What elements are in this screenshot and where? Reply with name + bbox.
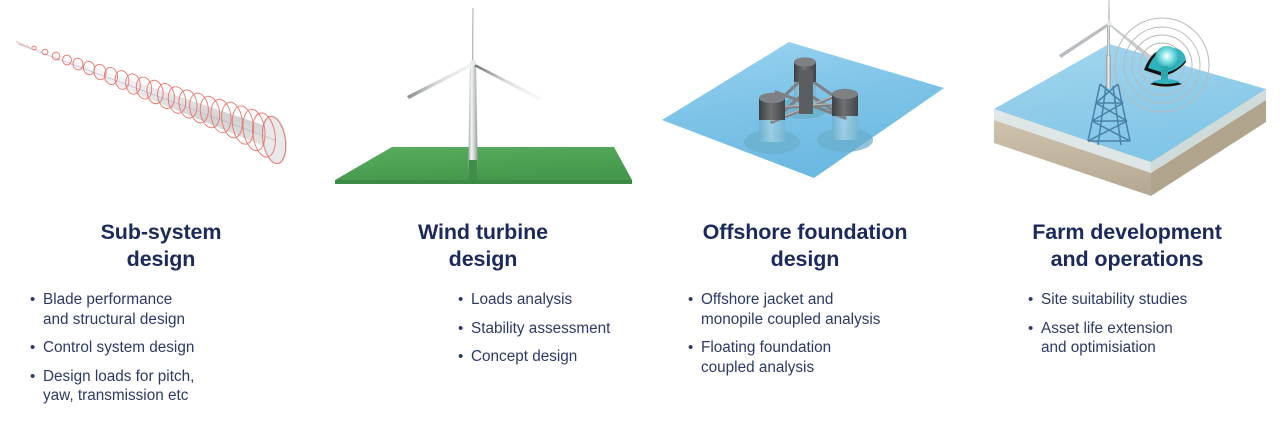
bullet-icon: • (30, 367, 36, 385)
platform-columns (759, 57, 858, 120)
seabed-block (994, 44, 1266, 196)
floating-foundation-svg (662, 42, 944, 178)
list-item: • Concept design (458, 347, 658, 367)
bullet-text: Blade performance and structural design (43, 291, 186, 328)
list-item: • Site suitability studies (1028, 290, 1278, 310)
turbine-blades (407, 8, 541, 101)
list-item: • Floating foundation coupled analysis (688, 338, 958, 377)
column-sub-system-design: Sub-system design • Blade performance an… (0, 0, 322, 426)
page-title-offshore-foundation-design: Offshore foundation design (702, 220, 908, 271)
bullet-text: Stability assessment (471, 319, 611, 337)
figure-seabed-block-with-jacket-turbine (966, 0, 1288, 205)
blade-tip-detail (15, 40, 31, 49)
bullet-icon: • (30, 339, 36, 356)
bullet-text: Site suitability studies (1041, 291, 1188, 308)
figure-onshore-wind-turbine (322, 0, 644, 205)
page-title-sub-system-design: Sub-system design (100, 220, 222, 271)
list-item: • Control system design (30, 338, 280, 358)
figure-blade-cross-section-mesh (0, 0, 322, 205)
bullet-list-sub-system-design: • Blade performance and structural desig… (30, 290, 280, 415)
wind-turbine-svg (335, 8, 632, 184)
bullet-text: Control system design (43, 339, 195, 356)
list-item: • Design loads for pitch, yaw, transmiss… (30, 367, 280, 406)
bullet-icon: • (688, 291, 694, 308)
bullet-text: Concept design (471, 348, 578, 365)
ground-plane (335, 147, 632, 184)
bullet-icon: • (30, 291, 36, 308)
bullet-text: Design loads for pitch, yaw, transmissio… (43, 367, 195, 405)
bullet-text: Loads analysis (471, 291, 573, 308)
bullet-list-wind-turbine-design: • Loads analysis • Stability assessment … (458, 290, 658, 376)
blade-section-rings (31, 45, 287, 165)
figure-floating-foundation (644, 0, 966, 205)
column-offshore-foundation-design: Offshore foundation design • Offshore ja… (644, 0, 966, 426)
jacket-substructure (1087, 83, 1131, 146)
farm-development-svg (994, 0, 1266, 196)
list-item: • Blade performance and structural desig… (30, 290, 280, 329)
bullet-icon: • (458, 319, 464, 337)
list-item: • Loads analysis (458, 290, 658, 310)
bullet-icon: • (458, 348, 464, 365)
list-item: • Stability assessment (458, 319, 658, 339)
bullet-text: Offshore jacket and monopile coupled ana… (701, 291, 881, 328)
bullet-list-offshore-foundation-design: • Offshore jacket and monopile coupled a… (688, 290, 958, 386)
column-wind-turbine-design: Wind turbine design • Loads analysis • S… (322, 0, 644, 426)
bullet-icon: • (1028, 291, 1034, 308)
bullet-text: Asset life extension and optimisiation (1041, 319, 1173, 357)
bullet-list-farm-development-and-operations: • Site suitability studies • Asset life … (1028, 290, 1278, 367)
column-farm-development-and-operations: Farm development and operations • Site s… (966, 0, 1288, 426)
turbine-tower (468, 62, 478, 180)
bullet-icon: • (688, 339, 694, 356)
list-item: • Asset life extension and optimisiation (1028, 319, 1278, 358)
page-title-farm-development-and-operations: Farm development and operations (1032, 220, 1222, 271)
signal-beacon-icon (1114, 17, 1210, 113)
list-item: • Offshore jacket and monopile coupled a… (688, 290, 958, 329)
page-title-wind-turbine-design: Wind turbine design (418, 220, 548, 271)
bullet-text: Floating foundation coupled analysis (701, 339, 832, 376)
bullet-icon: • (458, 291, 464, 308)
beacon-body (1144, 46, 1186, 87)
blade-mesh-svg (15, 40, 287, 165)
bullet-icon: • (1028, 319, 1034, 337)
